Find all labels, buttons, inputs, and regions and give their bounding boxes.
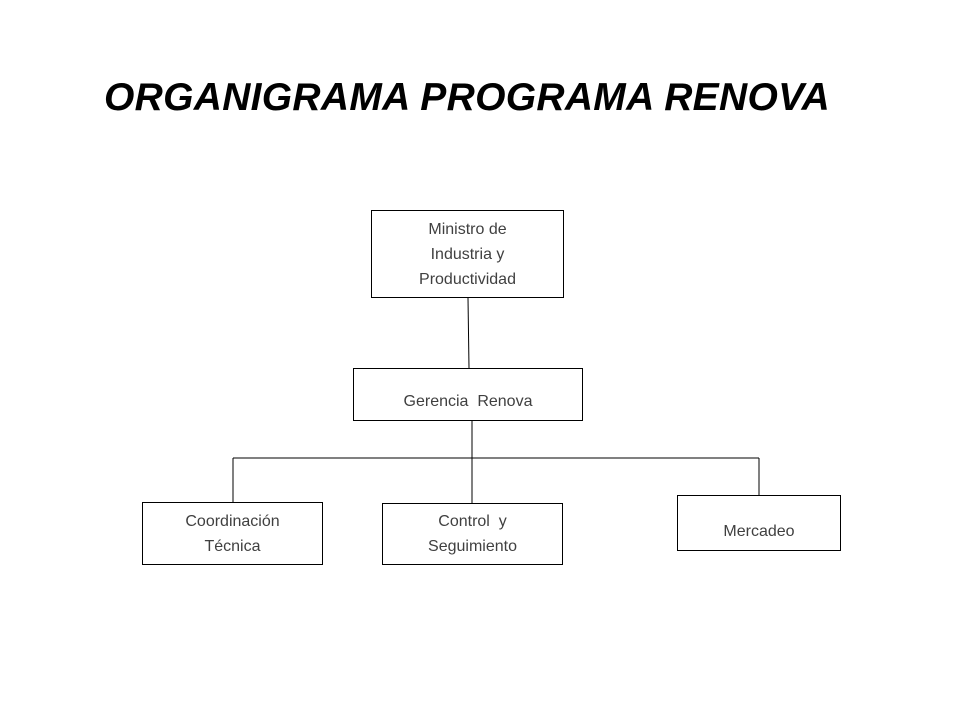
org-node-label-line: Mercadeo [723, 523, 795, 540]
org-node-label-line: Productividad [419, 270, 516, 288]
org-node-control: Control y Seguimiento [382, 503, 563, 565]
connector-ministro-gerencia [467, 297, 470, 369]
org-node-label-line: Técnica [204, 537, 261, 555]
org-node-label-line: Ministro de [428, 220, 507, 238]
org-node-label-line: Coordinación [185, 512, 280, 530]
page-title: ORGANIGRAMA PROGRAMA RENOVA [104, 76, 830, 119]
org-node-label-line: Seguimiento [428, 538, 517, 555]
org-node-mercadeo: Mercadeo [677, 495, 841, 551]
org-node-coordinacion: Coordinación Técnica [142, 502, 323, 565]
org-node-label-line: Gerencia Renova [403, 393, 533, 410]
org-node-gerencia: Gerencia Renova [353, 368, 583, 421]
org-node-label-line: Control y [438, 513, 507, 530]
org-node-label-line: Industria y [430, 245, 505, 263]
org-node-ministro: Ministro de Industria y Productividad [371, 210, 564, 298]
